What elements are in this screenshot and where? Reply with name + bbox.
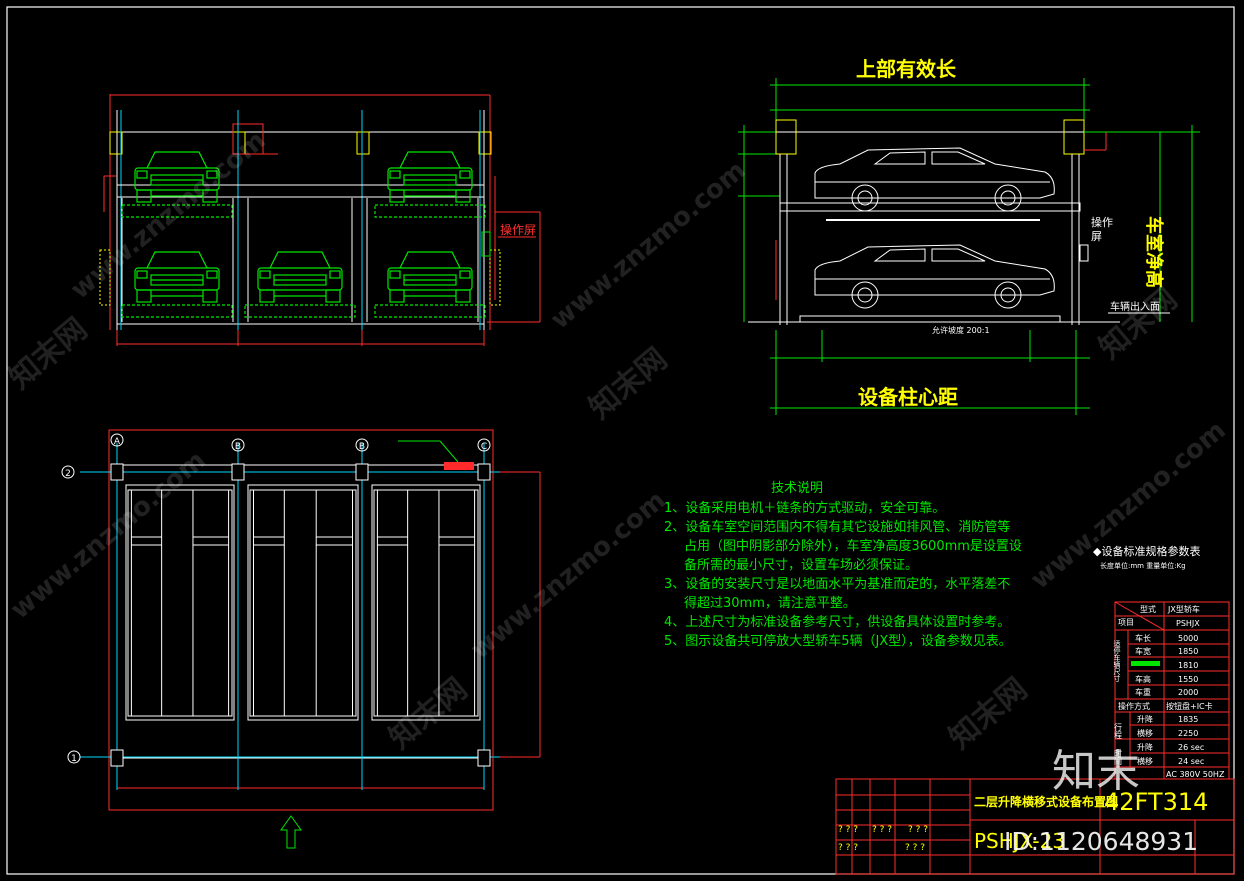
- slope-label: 允许坡度 200:1: [932, 325, 990, 335]
- svg-text:24 sec: 24 sec: [1178, 757, 1204, 766]
- svg-text:AC 380V 50HZ: AC 380V 50HZ: [1166, 770, 1225, 779]
- svg-text:项目: 项目: [1118, 618, 1134, 627]
- car-side-icon: [814, 147, 1055, 212]
- watermark: www.znzmo.com 知末网 www.znzmo.com 知末网 知末网 …: [3, 125, 1232, 756]
- clear-height-label: 车室净高: [1143, 216, 1165, 288]
- svg-text:横移: 横移: [1137, 728, 1153, 738]
- svg-text:操作方式: 操作方式: [1118, 701, 1150, 711]
- car-front-icon: [374, 151, 486, 218]
- axis-label: B: [359, 442, 365, 452]
- svg-text:? ? ?: ? ? ?: [908, 825, 928, 835]
- svg-text:1835: 1835: [1178, 715, 1198, 724]
- svg-text:PSHJX: PSHJX: [1176, 619, 1200, 628]
- model-code: PSHJX-23: [974, 829, 1065, 853]
- svg-text:5000: 5000: [1178, 634, 1198, 643]
- drawing-number: 42FT314: [1104, 788, 1208, 816]
- svg-text:www.znzmo.com: www.znzmo.com: [465, 485, 671, 665]
- title-block: 二层升降横移式设备布置图 42FT314 PSHJX-23 ? ? ? ? ? …: [835, 778, 1235, 875]
- svg-text:1850: 1850: [1178, 647, 1198, 656]
- top-dimension-label: 上部有效长: [856, 57, 957, 81]
- svg-text:26 sec: 26 sec: [1178, 743, 1204, 752]
- svg-text:知末网: 知末网: [3, 311, 94, 396]
- svg-text:? ? ?: ? ? ?: [838, 825, 858, 835]
- tech-notes-title: 技术说明: [771, 481, 824, 496]
- svg-text:知末网: 知末网: [1093, 281, 1184, 366]
- watermark-brand-large: 知末: [1052, 746, 1140, 797]
- front-view: 操作屏: [99, 94, 541, 346]
- car-front-icon: [121, 151, 233, 218]
- plan-view: A B B C 2 1: [61, 429, 541, 849]
- side-elevation: 上部有效长 操作 屏 车室净高: [738, 57, 1200, 415]
- parking-pallet: [371, 484, 481, 721]
- tech-note-line: 5、图示设备共可停放大型轿车5辆（JX型），设备参数见表。: [664, 634, 1012, 649]
- svg-text:JX型轿车: JX型轿车: [1167, 604, 1200, 614]
- tech-note-line: 2、设备车室空间范围内不得有其它设施如排风管、消防管等: [664, 520, 1011, 535]
- svg-text:1550: 1550: [1178, 675, 1198, 684]
- svg-text:升降: 升降: [1137, 742, 1153, 752]
- svg-text:车宽: 车宽: [1135, 646, 1151, 656]
- drawing-frame: [6, 6, 1235, 875]
- svg-text:知末网: 知末网: [383, 671, 474, 756]
- parking-pallet: [247, 484, 359, 721]
- tech-note-line: 4、上述尺寸为标准设备参考尺寸，供设备具体设置时参考。: [664, 615, 1011, 630]
- car-front-icon: [374, 251, 486, 318]
- svg-text:型式: 型式: [1140, 604, 1156, 614]
- drawing-title: 二层升降横移式设备布置图: [974, 794, 1118, 809]
- svg-text:适停车辆尺寸: 适停车辆尺寸: [1113, 639, 1121, 682]
- svg-text:时间: 时间: [1114, 748, 1123, 766]
- svg-text:行程: 行程: [1114, 722, 1123, 740]
- axis-label: B: [235, 442, 241, 452]
- axis-label: 1: [71, 754, 77, 764]
- tech-note-line: 3、设备的安装尺寸是以地面水平为基准而定的，水平落差不: [664, 577, 1011, 592]
- car-front-icon: [244, 251, 356, 318]
- svg-text:2000: 2000: [1178, 688, 1198, 697]
- tech-note-line: 1、设备采用电机＋链条的方式驱动，安全可靠。: [664, 501, 946, 516]
- tech-note-line: 备所需的最小尺寸，设置车场必须保证。: [684, 558, 919, 573]
- axis-label: C: [481, 442, 487, 452]
- axis-label: 2: [65, 469, 71, 479]
- svg-text:? ? ?: ? ? ?: [872, 825, 892, 835]
- spec-table: ◆设备标准规格参数表 长度单位:mm 重量单位:Kg 型式 JX型轿车 项目: [1093, 544, 1230, 780]
- svg-text:1810: 1810: [1178, 661, 1198, 670]
- svg-text:车高: 车高: [1135, 674, 1151, 684]
- elevation-operation-label: 操作: [1091, 215, 1113, 229]
- spec-table-units: 长度单位:mm 重量单位:Kg: [1100, 561, 1186, 570]
- car-side-icon: [814, 244, 1055, 309]
- axis-label: A: [114, 437, 121, 447]
- tech-note-line: 占用（图中阴影部分除外），车室净高度3600mm是设置设: [684, 539, 1022, 554]
- svg-text:车重: 车重: [1135, 687, 1151, 697]
- svg-text:www.znzmo.com: www.znzmo.com: [545, 155, 751, 335]
- entry-arrow-icon: [280, 815, 302, 849]
- svg-text:知末网: 知末网: [583, 341, 674, 426]
- svg-text:屏: 屏: [1091, 230, 1102, 243]
- entry-label: 车辆出入面: [1110, 300, 1160, 313]
- front-operation-label: 操作屏: [500, 222, 536, 237]
- svg-text:按钮盘+IC卡: 按钮盘+IC卡: [1166, 701, 1213, 711]
- car-front-icon: [121, 251, 233, 318]
- parking-pallet: [125, 484, 235, 721]
- svg-text:横移: 横移: [1137, 756, 1153, 766]
- svg-text:? ? ?: ? ? ?: [905, 843, 925, 853]
- svg-text:车长: 车长: [1135, 633, 1151, 643]
- bottom-dimension-label: 设备柱心距: [858, 385, 958, 409]
- svg-text:知末网: 知末网: [943, 671, 1034, 756]
- tech-note-line: 得超过30mm，请注意平整。: [684, 596, 856, 611]
- svg-text:? ? ?: ? ? ?: [838, 843, 858, 853]
- spec-table-title: ◆设备标准规格参数表: [1093, 544, 1200, 558]
- svg-text:升降: 升降: [1137, 714, 1153, 724]
- svg-text:2250: 2250: [1178, 729, 1198, 738]
- watermark-id: ID:1120648931: [1004, 827, 1198, 856]
